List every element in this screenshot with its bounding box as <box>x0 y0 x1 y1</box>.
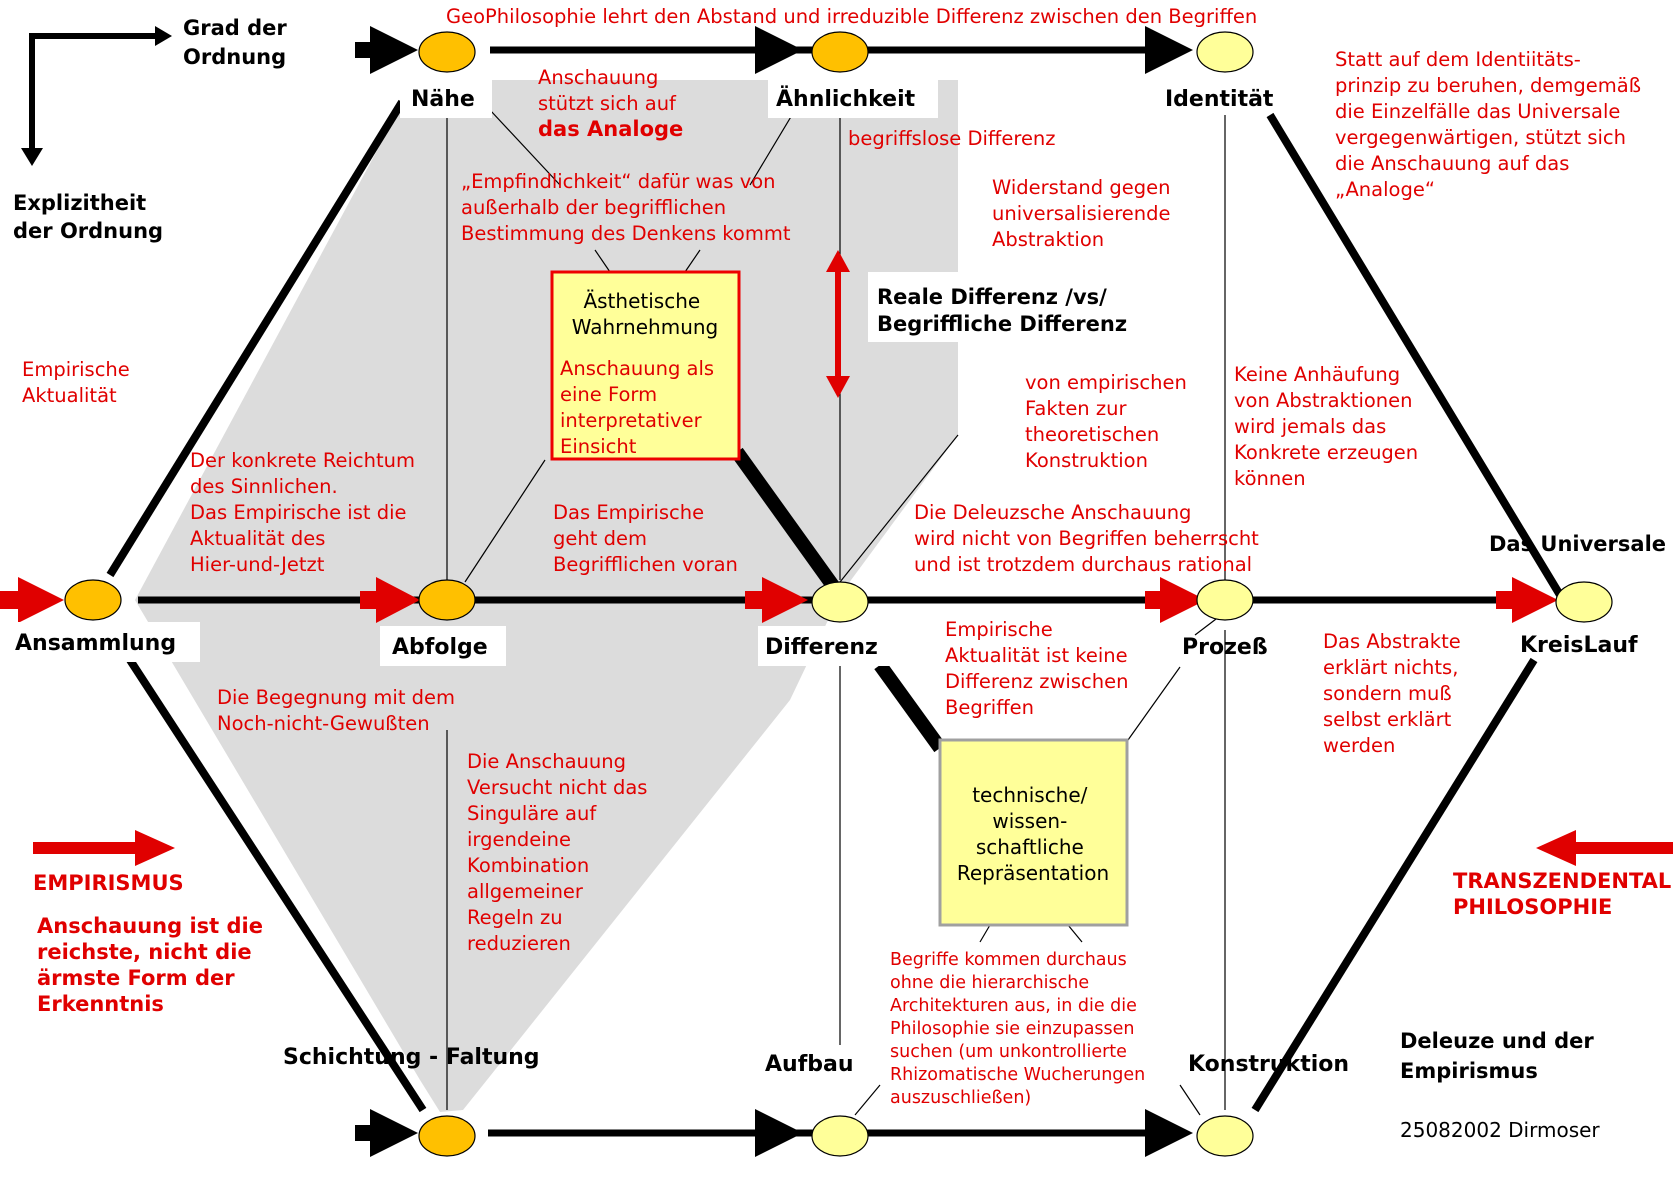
bottom-row-arrows <box>355 1109 1193 1157</box>
footer-title: Deleuze und der Empirismus <box>1400 1029 1601 1083</box>
note-reichtum: Der konkrete Reichtum des Sinnlichen. Da… <box>190 449 421 576</box>
node-ansammlung <box>64 579 122 621</box>
node-prozess <box>1196 579 1254 621</box>
node-aehnlichkeit <box>811 31 869 73</box>
transzendental-arrow <box>1536 830 1673 866</box>
connector-lines <box>464 109 1221 1116</box>
label-differenz: Differenz <box>765 635 878 660</box>
note-keine-differenz: Empirische Aktualität ist keine Differen… <box>945 618 1135 719</box>
node-konstruktion <box>1196 1115 1254 1157</box>
note-widerstand: Widerstand gegen universalisierende Abst… <box>992 176 1177 251</box>
transzendental-label: TRANSZENDENTAL PHILOSOPHIE <box>1453 869 1679 919</box>
label-aehnlichkeit: Ähnlichkeit <box>776 86 916 112</box>
anschauung-grey-region <box>135 80 958 1112</box>
axes-indicator <box>21 26 172 166</box>
reale-differenz-double-arrow <box>826 250 850 398</box>
label-konstruktion: Konstruktion <box>1188 1052 1349 1077</box>
node-aufbau <box>811 1115 869 1157</box>
label-naehe: Nähe <box>411 87 475 112</box>
label-ansammlung: Ansammlung <box>15 631 176 656</box>
empirismus-label: EMPIRISMUS <box>33 871 184 895</box>
note-keine-anhaeufung: Keine Anhäufung von Abstraktionen wird j… <box>1234 363 1424 490</box>
label-schichtung: Schichtung - Faltung <box>283 1045 540 1070</box>
note-reale-differenz: Reale Differenz /vs/ Begriffliche Differ… <box>877 285 1127 336</box>
note-deleuzsche: Die Deleuzsche Anschauung wird nicht von… <box>914 501 1265 576</box>
note-identitaetsprinzip: Statt auf dem Identiitäts- prinzip zu be… <box>1335 48 1647 201</box>
aesthetische-wahrnehmung-box <box>550 270 741 461</box>
label-universale: Das Universale <box>1489 532 1666 556</box>
axis-explicit-label: Explizitheit der Ordnung <box>13 191 163 243</box>
top-banner: GeoPhilosophie lehrt den Abstand und irr… <box>446 5 1257 28</box>
note-empirische-aktualitaet: Empirische Aktualität <box>22 358 136 407</box>
node-differenz <box>811 581 869 623</box>
label-backgrounds <box>0 78 1138 666</box>
note-empirische-voran: Das Empirische geht dem Begrifflichen vo… <box>553 501 738 576</box>
empirismus-arrow <box>33 830 175 866</box>
note-empirische-fakten: von empirischen Fakten zur theoretischen… <box>1025 371 1193 472</box>
axis-order-label: Grad der Ordnung <box>183 16 294 69</box>
middle-row-arrows <box>0 577 1558 623</box>
aesthetische-body: Anschauung als eine Form interpretativer… <box>560 357 720 458</box>
label-identitaet: Identität <box>1165 87 1274 112</box>
top-row-arrows <box>355 26 1193 74</box>
node-schichtung <box>418 1115 476 1157</box>
note-analoge: Anschauung stützt sich auf das Analoge <box>538 66 683 141</box>
footer-credit: 25082002 Dirmoser <box>1400 1118 1600 1142</box>
hexagon-frame <box>106 99 1564 1113</box>
node-abfolge <box>418 579 476 621</box>
note-empfindlichkeit: „Empfindlichkeit“ dafür was von außerhal… <box>461 170 791 245</box>
note-singulaere: Die Anschauung Versucht nicht das Singul… <box>467 750 654 955</box>
note-begriffslose: begriffslose Differenz <box>848 127 1056 150</box>
node-kreislauf <box>1555 581 1613 623</box>
technische-text: technische/ wissen- schaftliche Repräsen… <box>957 783 1109 885</box>
note-begegnung: Die Begegnung mit dem Noch-nicht-Gewußte… <box>217 686 461 735</box>
label-abfolge: Abfolge <box>392 635 488 660</box>
empirismus-note: Anschauung ist die reichste, nicht die ä… <box>37 914 270 1016</box>
label-kreislauf: KreisLauf <box>1520 633 1638 658</box>
node-naehe <box>418 31 476 73</box>
nodes <box>64 31 1613 1157</box>
label-prozess: Prozeß <box>1182 635 1268 660</box>
note-begriffe-kommen: Begriffe kommen durchaus ohne die hierar… <box>890 950 1151 1108</box>
node-identitaet <box>1196 31 1254 73</box>
label-aufbau: Aufbau <box>765 1052 854 1077</box>
differenz-diagonals <box>731 447 946 753</box>
aesthetische-title: Ästhetische Wahrnehmung <box>572 289 718 339</box>
note-abstrakte: Das Abstrakte erklärt nichts, sondern mu… <box>1323 630 1467 757</box>
technische-repraesentation-box <box>938 738 1129 927</box>
